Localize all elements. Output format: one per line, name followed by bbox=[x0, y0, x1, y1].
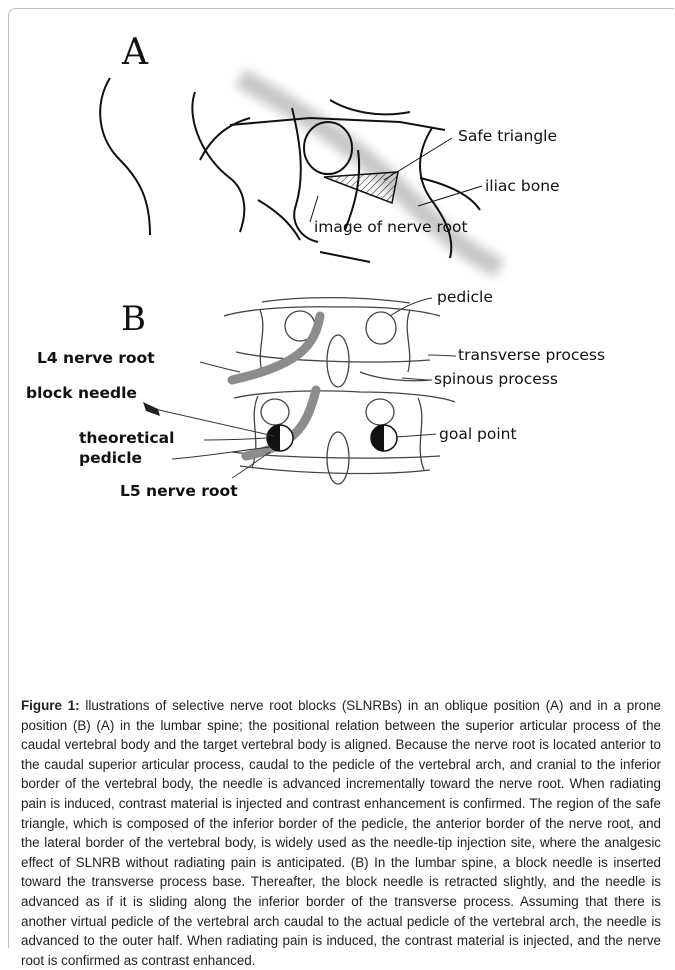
label-theoretical-pedicle: pedicle bbox=[79, 449, 142, 467]
panel-b-letter: B bbox=[121, 299, 146, 339]
caption-text: llustrations of selective nerve root blo… bbox=[21, 698, 661, 968]
label-goal-point: goal point bbox=[439, 425, 517, 443]
label-spinous-process: spinous process bbox=[434, 370, 558, 388]
label-l5-nerve-root: L5 nerve root bbox=[120, 482, 238, 500]
safe-triangle-shape bbox=[324, 172, 398, 203]
goal-point-fill bbox=[371, 425, 384, 451]
caption-label: Figure 1: bbox=[21, 698, 80, 713]
figure-caption: Figure 1: llustrations of selective nerv… bbox=[21, 696, 661, 970]
safe-triangle-leader bbox=[384, 138, 452, 180]
label-l4-nerve-root: L4 nerve root bbox=[37, 349, 155, 367]
figure-illustration: A Safe triangle iliac bone image of nerv… bbox=[0, 0, 675, 690]
label-iliac-bone: iliac bone bbox=[485, 177, 560, 195]
block-needle-hub bbox=[143, 402, 160, 416]
nerve-root-shadow bbox=[240, 78, 500, 268]
label-image-of-nerve-root: image of nerve root bbox=[314, 218, 468, 236]
panel-b: B bbox=[26, 288, 605, 500]
panel-a: A Safe triangle iliac bone image of nerv… bbox=[100, 32, 559, 268]
l4-nerve-root-shape bbox=[232, 316, 320, 380]
panel-a-letter: A bbox=[121, 32, 149, 73]
label-safe-triangle: Safe triangle bbox=[458, 127, 557, 145]
label-block-needle: block needle bbox=[26, 384, 137, 402]
pedicle-right-l4 bbox=[366, 312, 396, 344]
label-pedicle: pedicle bbox=[437, 288, 493, 306]
label-transverse-process: transverse process bbox=[458, 346, 605, 364]
pedicle-left-upper-l5 bbox=[261, 399, 289, 425]
pedicle-right-upper-l5 bbox=[366, 399, 394, 425]
label-theoretical: theoretical bbox=[79, 429, 174, 447]
